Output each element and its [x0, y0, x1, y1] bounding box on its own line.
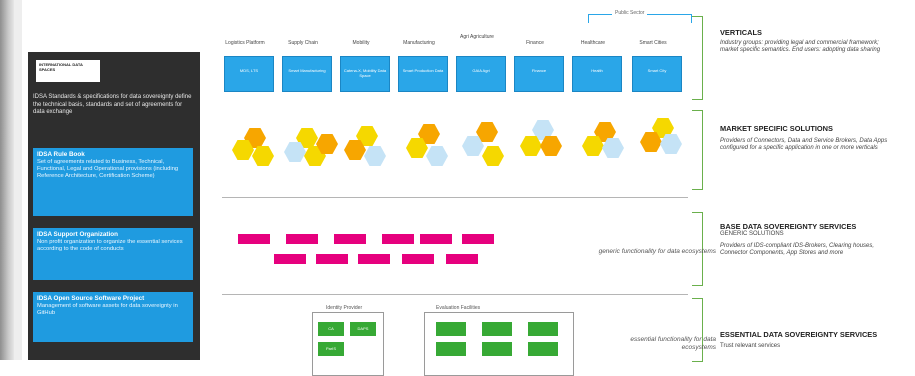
base-service-block: [334, 234, 366, 244]
base-service-block: [446, 254, 478, 264]
divider-line: [222, 197, 688, 198]
hex-solution: [540, 136, 562, 156]
paris-button[interactable]: ParIS: [318, 342, 344, 356]
public-sector-label: Public Sector: [612, 10, 648, 16]
window-frame-left: [0, 0, 14, 360]
hex-solution: [252, 146, 274, 166]
rule-book-title: IDSA Rule Book: [37, 151, 85, 158]
window-frame-inner: [14, 0, 22, 360]
rule-book-desc: Set of agreements related to Business, T…: [37, 159, 179, 180]
verticals-heading: VERTICALS: [720, 28, 762, 37]
base-service-block: [402, 254, 434, 264]
hex-solution: [652, 118, 674, 138]
hex-solution: [602, 138, 624, 158]
rule-book-box: IDSA Rule Book Set of agreements related…: [33, 148, 193, 216]
open-source-box: IDSA Open Source Software Project Manage…: [33, 292, 193, 342]
vertical-label: Manufacturing: [403, 40, 435, 46]
support-org-box: IDSA Support Organization Non profit org…: [33, 228, 193, 280]
verticals-bracket: [692, 16, 703, 100]
ca-button[interactable]: CA: [318, 322, 344, 336]
vertical-box[interactable]: Smart Production Data: [398, 56, 448, 92]
vertical-box[interactable]: Health: [572, 56, 622, 92]
hex-solution: [520, 136, 542, 156]
evaluation-block[interactable]: [528, 342, 558, 356]
base-service-block: [420, 234, 452, 244]
hex-solution: [364, 146, 386, 166]
evaluation-block[interactable]: [482, 342, 512, 356]
base-service-block: [462, 234, 494, 244]
hex-solution: [640, 132, 662, 152]
evaluation-block[interactable]: [482, 322, 512, 336]
evaluation-block[interactable]: [436, 342, 466, 356]
vertical-box[interactable]: Finance: [514, 56, 564, 92]
hex-solution: [418, 124, 440, 144]
market-bracket: [692, 110, 703, 190]
vertical-box[interactable]: GAIA Agri: [456, 56, 506, 92]
hex-solution: [594, 122, 616, 142]
identity-provider-label: Identity Provider: [324, 305, 365, 311]
hex-solution: [426, 146, 448, 166]
vertical-box[interactable]: MDS, LTS: [224, 56, 274, 92]
open-source-title: IDSA Open Source Software Project: [37, 295, 145, 302]
generic-functionality-note: generic functionality for data ecosystem…: [598, 248, 716, 255]
vertical-label: Mobility: [352, 40, 370, 46]
open-source-desc: Management of software assets for data s…: [37, 303, 178, 317]
essential-functionality-note: essential functionality for data ecosyst…: [630, 336, 716, 351]
base-service-block: [382, 234, 414, 244]
essential-description: Trust relevant services: [720, 343, 781, 349]
evaluation-facilities-label: Evaluation Facilities: [434, 305, 483, 311]
vertical-label: Healthcare: [580, 40, 606, 46]
vertical-box[interactable]: Catena-X, Mobility Data Space: [340, 56, 390, 92]
hex-solution: [356, 126, 378, 146]
hex-solution: [582, 136, 604, 156]
vertical-box[interactable]: Smart City: [632, 56, 682, 92]
base-description: Providers of IDS-compliant IDS-Brokers, …: [720, 243, 875, 257]
idsa-panel: INTERNATIONAL DATA SPACES IDSA Standards…: [28, 52, 200, 360]
hex-solution: [344, 140, 366, 160]
base-service-block: [358, 254, 390, 264]
base-subheading: GENERIC SOLUTIONS: [720, 231, 784, 237]
vertical-label: Supply Chain: [288, 40, 318, 46]
base-heading: BASE DATA SOVEREIGNTY SERVICES: [720, 222, 857, 231]
hex-solution: [462, 136, 484, 156]
market-heading: MARKET SPECIFIC SOLUTIONS: [720, 124, 833, 133]
idsa-logo: INTERNATIONAL DATA SPACES: [36, 60, 100, 82]
vertical-label: Finance: [526, 40, 544, 46]
daps-button[interactable]: DAPS: [350, 322, 376, 336]
support-org-title: IDSA Support Organization: [37, 231, 118, 238]
verticals-description: Industry groups: providing legal and com…: [720, 40, 881, 54]
hex-solution: [532, 120, 554, 140]
hex-solution: [232, 140, 254, 160]
hex-solution: [316, 134, 338, 154]
base-service-block: [274, 254, 306, 264]
base-service-block: [316, 254, 348, 264]
vertical-label: Logistics Platform: [225, 40, 265, 46]
hex-solution: [482, 146, 504, 166]
vertical-label: Smart Cities: [639, 40, 667, 46]
divider-line: [222, 294, 688, 295]
base-service-block: [286, 234, 318, 244]
base-service-block: [238, 234, 270, 244]
hex-solution: [284, 142, 306, 162]
vertical-box[interactable]: Smart Manufacturing: [282, 56, 332, 92]
vertical-label: Agri Agriculture: [460, 34, 494, 40]
essential-bracket: [692, 298, 703, 362]
support-org-desc: Non profit organization to organize the …: [37, 239, 183, 253]
panel-description: IDSA Standards & specifications for data…: [33, 94, 192, 115]
evaluation-block[interactable]: [528, 322, 558, 336]
hex-solution: [296, 128, 318, 148]
evaluation-block[interactable]: [436, 322, 466, 336]
hex-solution: [406, 138, 428, 158]
hex-solution: [476, 122, 498, 142]
hex-solution: [660, 134, 682, 154]
base-bracket: [692, 212, 703, 286]
market-description: Providers of Connectors, Data and Servic…: [720, 138, 888, 152]
essential-heading: ESSENTIAL DATA SOVEREIGNTY SERVICES: [720, 330, 878, 339]
